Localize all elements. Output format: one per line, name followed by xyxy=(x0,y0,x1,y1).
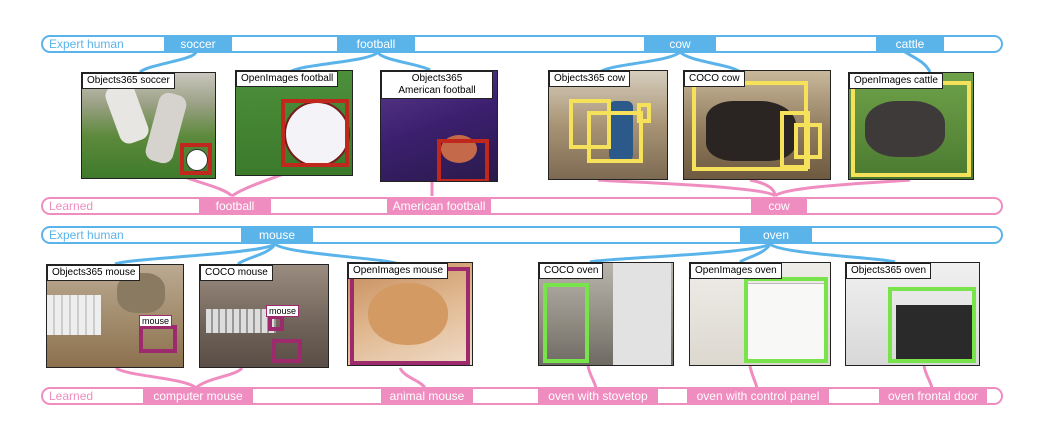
expert-bar-row2: Expert human mouse oven xyxy=(41,225,1003,244)
learned-tag-computer-mouse: computer mouse xyxy=(143,386,253,405)
connector-football-photo2 xyxy=(376,51,431,72)
learned-bar-row2: Learned computer mouse animal mouse oven… xyxy=(41,386,1003,405)
learned-bar-row1: Learned football American football cow xyxy=(41,196,1003,215)
connector-learned-frontaldoor xyxy=(922,365,934,389)
connector-oven-photo2 xyxy=(739,243,772,264)
learned-tag-football: football xyxy=(199,196,271,215)
bbox-animal-mouse xyxy=(350,267,470,365)
learned-tag-oven-frontal-door: oven frontal door xyxy=(879,386,987,405)
connector-mouse-photo3 xyxy=(273,242,399,266)
photo-label: Objects365 American football xyxy=(381,71,493,99)
photo-objects365-soccer: Objects365 soccer xyxy=(81,72,216,179)
photo-label: COCO cow xyxy=(684,71,745,87)
photo-label: OpenImages oven xyxy=(690,263,782,279)
bbox-cow-third xyxy=(794,123,822,159)
bbox-oven-frontal-door xyxy=(888,287,976,363)
photo-openimages-football: OpenImages football xyxy=(235,70,353,176)
photo-coco-oven: COCO oven xyxy=(538,262,674,366)
expert-tag-mouse: mouse xyxy=(241,225,313,244)
connector-learned-stovetop xyxy=(586,365,598,389)
photo-label: COCO mouse xyxy=(200,265,273,281)
photo-coco-mouse: mouse COCO mouse xyxy=(199,264,329,368)
photo-objects365-american-football: Objects365 American football xyxy=(380,70,498,182)
connector-learned-cow-photo3 xyxy=(773,178,911,198)
photo-openimages-oven: OpenImages oven xyxy=(689,262,831,366)
photo-objects365-cow: Objects365 cow xyxy=(548,70,668,180)
connector-mouse-photo2 xyxy=(237,243,277,266)
connector-learned-computermouse-photo2 xyxy=(194,366,244,390)
bbox-computer-mouse xyxy=(139,325,177,353)
photo-objects365-mouse: mouse Objects365 mouse xyxy=(46,264,184,368)
photo-label: OpenImages mouse xyxy=(348,263,449,279)
bbox-american-football xyxy=(437,139,489,181)
connector-learned-animalmouse xyxy=(398,367,427,389)
connector-soccer-photo xyxy=(139,51,198,74)
bbox-cow-3 xyxy=(637,103,651,123)
photo-label: OpenImages cattle xyxy=(849,73,943,89)
connector-learned-cow-photo1 xyxy=(597,178,777,198)
learned-tag-cow: cow xyxy=(751,196,807,215)
photo-label: OpenImages football xyxy=(236,71,339,87)
mouse-box-tag: mouse xyxy=(266,305,300,317)
connector-football-photo1 xyxy=(289,50,380,74)
expert-tag-cow: cow xyxy=(644,34,716,53)
mouse-box-tag: mouse xyxy=(139,315,173,327)
learned-tag-oven-with-control-panel: oven with control panel xyxy=(687,386,829,405)
expert-bar-title: Expert human xyxy=(49,228,124,242)
learned-tag-oven-with-stovetop: oven with stovetop xyxy=(538,386,658,405)
learned-tag-american-football: American football xyxy=(387,196,491,215)
photo-label: Objects365 cow xyxy=(549,71,631,87)
expert-tag-football: football xyxy=(337,34,415,53)
learned-bar-title: Learned xyxy=(49,389,94,403)
connector-learned-controlpanel xyxy=(748,365,759,389)
photo-label: Objects365 oven xyxy=(846,263,932,279)
bbox-cow-second xyxy=(780,111,810,169)
connector-cattle-photo xyxy=(904,50,932,73)
connector-mouse-photo1 xyxy=(114,242,276,266)
photo-objects365-oven: Objects365 oven xyxy=(845,262,980,366)
photo-coco-cow: COCO cow xyxy=(683,70,831,180)
connector-cow-photo1 xyxy=(599,50,682,74)
expert-bar-row1: Expert human soccer football cow cattle xyxy=(41,34,1003,53)
connector-cow-photo2 xyxy=(678,50,741,74)
connector-oven-photo3 xyxy=(768,242,896,264)
bbox-soccer-ball xyxy=(180,143,212,175)
bbox-mouse-1 xyxy=(268,315,284,331)
connector-oven-photo1 xyxy=(589,242,771,264)
bbox-oven-stovetop xyxy=(543,283,589,363)
bbox-mouse-2 xyxy=(272,339,302,363)
learned-bar-title: Learned xyxy=(49,199,94,213)
photo-label: Objects365 mouse xyxy=(47,265,141,281)
photo-label: COCO oven xyxy=(539,263,604,279)
photo-label: Objects365 soccer xyxy=(82,73,175,89)
bbox-football xyxy=(281,99,349,167)
expert-tag-soccer: soccer xyxy=(164,34,232,53)
expert-tag-oven: oven xyxy=(740,225,812,244)
bbox-oven-control-panel xyxy=(744,277,828,363)
connector-learned-cow-photo2 xyxy=(749,178,777,197)
bbox-cattle xyxy=(851,81,971,177)
bbox-cow-2 xyxy=(587,111,643,163)
connector-learned-computermouse-photo1 xyxy=(115,366,198,390)
photo-openimages-mouse: OpenImages mouse xyxy=(347,262,473,366)
learned-tag-animal-mouse: animal mouse xyxy=(381,386,473,405)
expert-tag-cattle: cattle xyxy=(876,34,944,53)
photo-openimages-cattle: OpenImages cattle xyxy=(848,72,974,180)
expert-bar-title: Expert human xyxy=(49,37,124,51)
